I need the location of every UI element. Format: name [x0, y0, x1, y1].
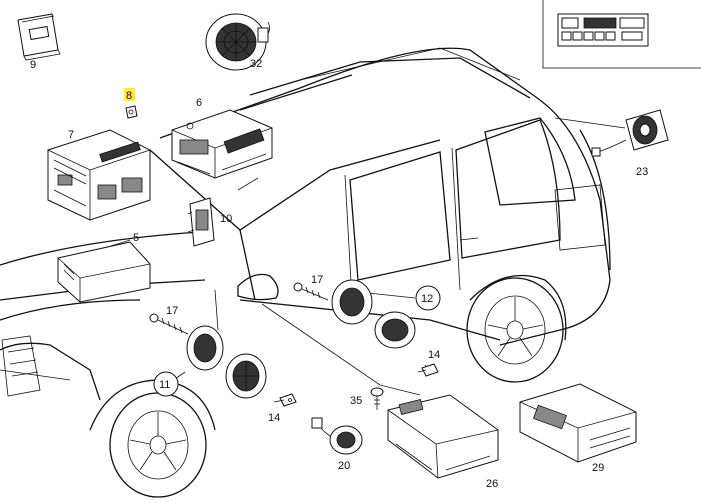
callout-12-bubble: 12 [415, 285, 441, 311]
callout-32: 32 [250, 58, 262, 70]
part-8-clip[interactable] [125, 105, 138, 119]
part-5-tray[interactable] [57, 241, 151, 303]
front-wheel [89, 379, 216, 498]
callout-8: 8 [126, 90, 132, 102]
vehicle-outline [0, 47, 611, 498]
part-20-amplifier[interactable] [311, 417, 363, 455]
callout-12: 12 [421, 293, 433, 305]
callout-17-right: 17 [311, 274, 323, 286]
part-35-bolt[interactable] [370, 387, 384, 410]
part-10-bracket[interactable] [187, 197, 215, 247]
callout-17-left: 17 [166, 305, 178, 317]
callout-29: 29 [592, 462, 604, 474]
callout-35: 35 [350, 395, 362, 407]
part-6-cd-changer[interactable] [171, 109, 273, 179]
part-32-speaker[interactable] [205, 13, 270, 71]
callout-7: 7 [68, 129, 74, 141]
part-26-module[interactable] [387, 394, 499, 479]
callout-10: 10 [220, 213, 232, 225]
part-14-connector-left[interactable] [273, 393, 297, 407]
callout-23: 23 [636, 166, 648, 178]
callout-26: 26 [486, 478, 498, 490]
callout-11-bubble: 11 [153, 371, 179, 397]
callout-11: 11 [159, 379, 170, 391]
part-9-manual[interactable] [17, 13, 61, 61]
part-17-screw-left[interactable] [149, 313, 189, 335]
callout-9: 9 [30, 59, 36, 71]
callout-14-right: 14 [428, 349, 440, 361]
callout-8-highlight [124, 88, 135, 101]
part-17-screw-right[interactable] [293, 282, 329, 301]
grille [1, 335, 41, 397]
rear-wheel [466, 274, 567, 383]
callout-5: 5 [133, 232, 139, 244]
part-29-subwoofer[interactable] [519, 383, 637, 463]
part-12-speaker[interactable] [331, 279, 416, 349]
callout-14-left: 14 [268, 412, 280, 424]
part-23-tweeter[interactable] [591, 109, 669, 157]
part-14-connector-right[interactable] [417, 363, 439, 377]
callout-20: 20 [338, 460, 350, 472]
inset-radio[interactable] [542, 0, 701, 69]
part-7-radio-unit[interactable] [47, 129, 151, 221]
part-11-speaker[interactable] [186, 325, 267, 399]
callout-6: 6 [196, 97, 202, 109]
